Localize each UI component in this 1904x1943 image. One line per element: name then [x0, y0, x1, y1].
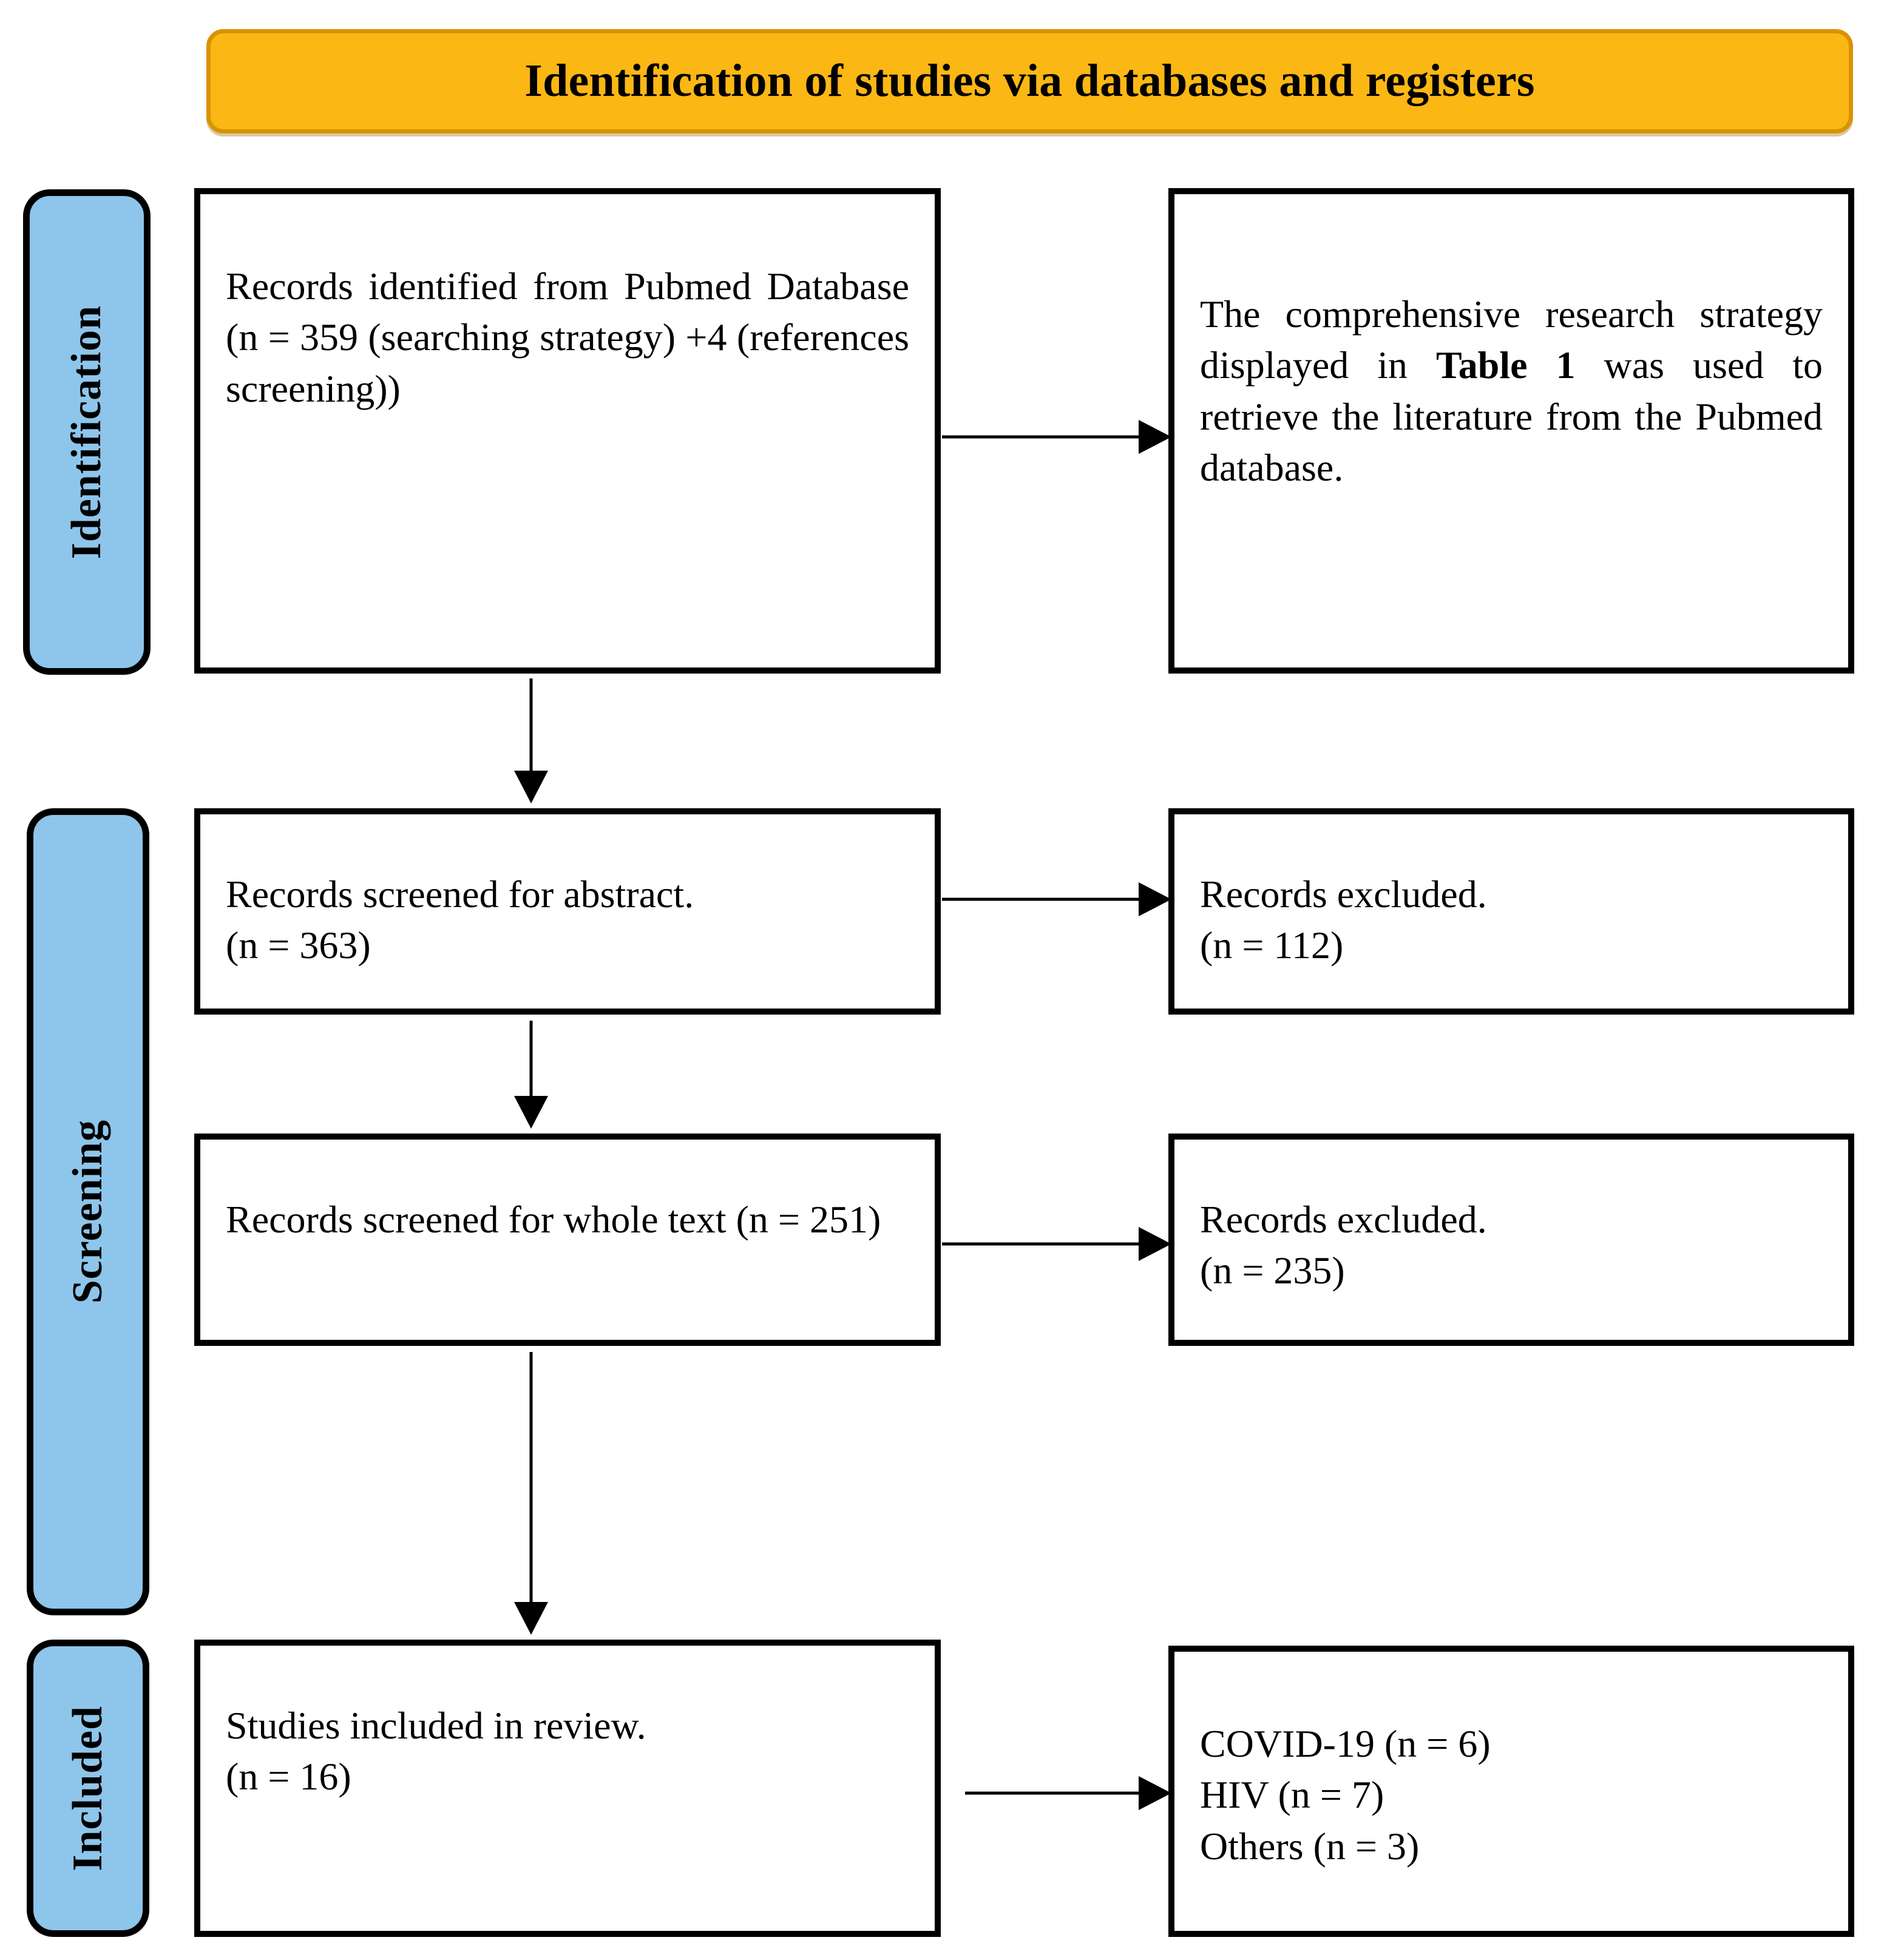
box-records-excluded-fulltext: Records excluded. (n = 235): [1168, 1134, 1854, 1346]
box-records-excluded-abstract: Records excluded. (n = 112): [1168, 808, 1854, 1015]
diagram-header-banner: Identification of studies via databases …: [206, 29, 1853, 133]
box-records-screened-abstract-text: Records screened for abstract. (n = 363): [226, 837, 909, 971]
arrow-stem: [942, 435, 1142, 439]
outcome-hiv: HIV (n = 7): [1200, 1773, 1384, 1817]
strategy-table-reference: Table 1: [1435, 343, 1576, 387]
box-records-screened-abstract: Records screened for abstract. (n = 363): [194, 808, 941, 1015]
strategy-text-before: The comprehensive research strategy disp…: [1200, 292, 1823, 387]
arrow-head-right-icon: [1139, 882, 1171, 916]
box-records-screened-fulltext-text: Records screened for whole text (n = 251…: [226, 1198, 881, 1241]
excluded-2-count: (n = 235): [1200, 1249, 1345, 1293]
box-included-outcomes: COVID-19 (n = 6) HIV (n = 7) Others (n =…: [1168, 1646, 1854, 1937]
excluded-2-line-1: Records excluded.: [1200, 1198, 1487, 1241]
screen-abstract-line-1: Records screened for abstract.: [226, 873, 694, 916]
arrow-right-included-to-outcomes: [965, 1775, 1171, 1811]
box-records-screened-fulltext: Records screened for whole text (n = 251…: [194, 1134, 941, 1346]
box-search-strategy-text: The comprehensive research strategy disp…: [1200, 217, 1823, 494]
arrow-head-down-icon: [514, 1602, 548, 1635]
box-studies-included-text: Studies included in review. (n = 16): [226, 1669, 909, 1803]
box-included-outcomes-text: COVID-19 (n = 6) HIV (n = 7) Others (n =…: [1200, 1675, 1823, 1872]
arrow-stem: [942, 897, 1142, 901]
arrow-head-right-icon: [1139, 1227, 1171, 1261]
box-records-excluded-fulltext-text: Records excluded. (n = 235): [1200, 1163, 1823, 1297]
arrow-stem: [529, 678, 533, 771]
box-records-identified: Records identified from Pubmed Database …: [194, 188, 941, 674]
arrow-down-fulltext-to-included: [513, 1352, 549, 1635]
box-records-identified-text: Records identified from Pubmed Database …: [226, 265, 909, 410]
arrow-down-identified-to-abstract: [513, 678, 549, 803]
diagram-title: Identification of studies via databases …: [524, 55, 1535, 107]
arrow-head-right-icon: [1139, 420, 1171, 454]
stage-tab-screening-label: Screening: [64, 1120, 111, 1304]
arrow-right-identified-to-strategy: [942, 419, 1171, 455]
arrow-head-down-icon: [514, 1096, 548, 1129]
outcome-covid19: COVID-19 (n = 6): [1200, 1722, 1491, 1765]
arrow-head-right-icon: [1139, 1776, 1171, 1810]
arrow-stem: [942, 1242, 1142, 1246]
arrow-stem: [965, 1791, 1142, 1795]
stage-tab-included-label: Included: [64, 1705, 111, 1871]
stage-tab-included: Included: [27, 1640, 149, 1937]
stage-tab-identification-label: Identification: [63, 305, 110, 559]
box-studies-included: Studies included in review. (n = 16): [194, 1640, 941, 1937]
arrow-right-abstract-to-excluded: [942, 881, 1171, 917]
box-search-strategy: The comprehensive research strategy disp…: [1168, 188, 1854, 674]
screen-abstract-count: (n = 363): [226, 924, 371, 967]
outcome-others: Others (n = 3): [1200, 1824, 1420, 1868]
strategy-text-after: was used to retrieve the literature from…: [1200, 343, 1823, 490]
stage-tab-screening: Screening: [27, 808, 149, 1615]
arrow-stem: [529, 1352, 533, 1602]
included-count: (n = 16): [226, 1755, 351, 1799]
arrow-down-abstract-to-fulltext: [513, 1021, 549, 1129]
arrow-stem: [529, 1021, 533, 1096]
box-records-excluded-abstract-text: Records excluded. (n = 112): [1200, 837, 1823, 971]
excluded-1-line-1: Records excluded.: [1200, 873, 1487, 916]
excluded-1-count: (n = 112): [1200, 924, 1344, 967]
arrow-right-fulltext-to-excluded: [942, 1226, 1171, 1262]
included-line-1: Studies included in review.: [226, 1704, 646, 1747]
stage-tab-identification: Identification: [23, 189, 151, 675]
arrow-head-down-icon: [514, 771, 548, 803]
